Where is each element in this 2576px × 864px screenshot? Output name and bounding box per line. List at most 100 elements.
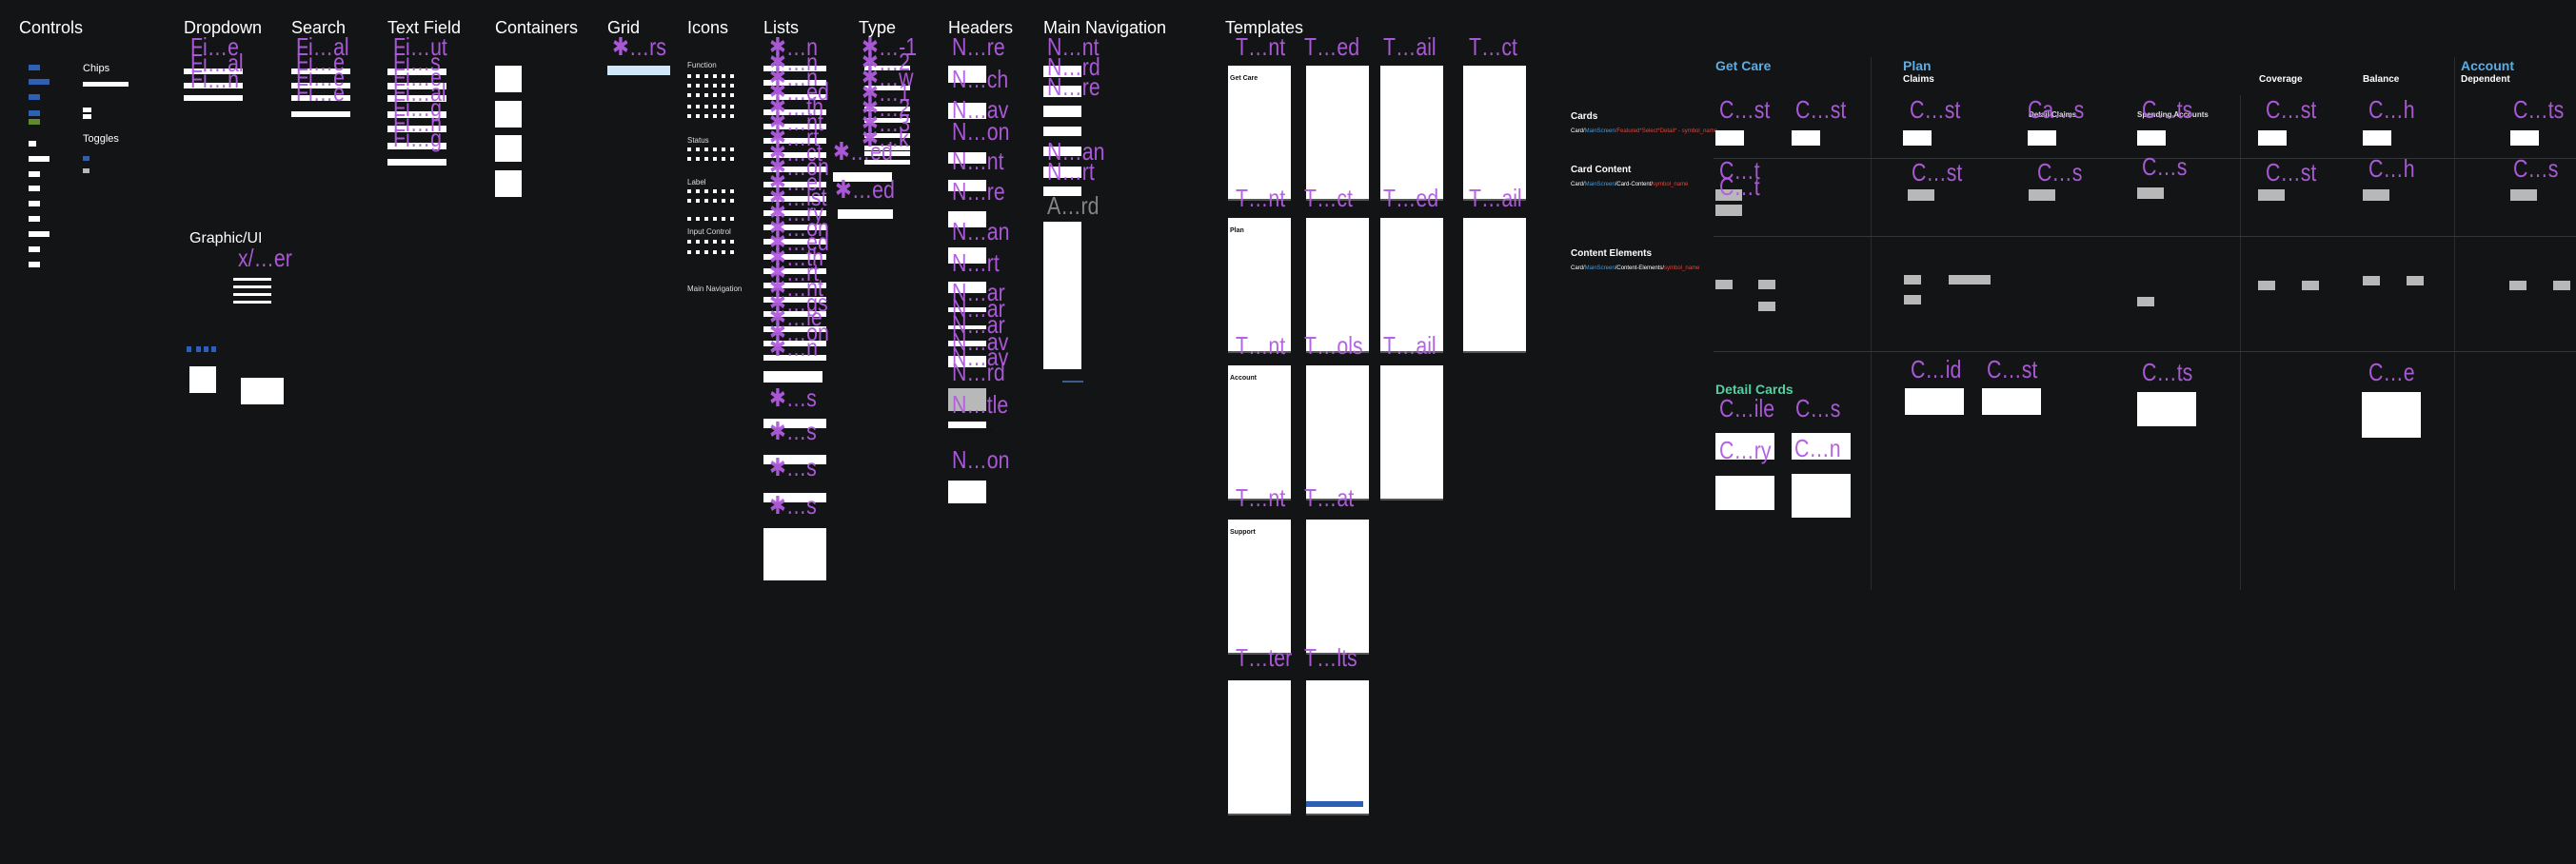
main-navigation-bar-sample [1043,106,1081,117]
card-content-sample [2510,189,2537,201]
section-title-type: Type [859,18,897,37]
list-item-sample [763,195,826,202]
component-label-template: T…at [1304,483,1355,512]
component-label-type: ✱…ed [835,175,895,204]
content-element-sample [2302,281,2319,290]
main-navigation-bar-sample [1043,86,1081,97]
section-title-lists: Lists [763,18,800,37]
graphic-bar-sample [233,301,271,304]
icon-glyph-sample [722,217,725,221]
component-label-card-content: C…t [1719,156,1760,185]
icon-glyph-sample [730,74,734,78]
row-divider [1714,158,2576,159]
component-label-dropdown: Fi…n [190,65,239,93]
header-sample [948,152,986,164]
header-sample [948,341,986,346]
control-button-sample [29,186,40,191]
component-label-text-field: Fi…n [393,108,442,137]
icon-glyph-sample [687,240,691,244]
subgroup-coverage: Coverage [2259,74,2303,85]
template-screen [1306,680,1369,815]
component-label-card: C…st [2266,95,2317,124]
component-label-main-navigation: N…rt [1047,157,1095,186]
icon-glyph-sample [696,240,700,244]
card-sample [2510,130,2539,146]
icon-glyph-sample [696,93,700,97]
template-screen [1463,218,1526,353]
icon-glyph-sample [722,199,725,203]
card-content-sample [1715,205,1742,216]
component-label-template: T…ail [1383,32,1437,61]
template-primary-button [1306,801,1363,807]
cards-row-label: Cards [1571,111,1598,122]
control-button-sample [29,171,40,177]
icon-glyph-sample [722,93,725,97]
content-element-sample [1949,275,1966,285]
component-label-text-field: Fi…g [393,93,442,122]
detail-card-sample [2137,392,2197,426]
component-label-card-content: C…st [2266,158,2317,187]
icon-glyph-sample [687,84,691,88]
content-elements-caption: Card/MainScreen/Content-Elements/symbol_… [1571,265,1700,271]
card-content-sample [1908,189,1934,201]
template-screen [1463,66,1526,201]
component-label-card: C…st [1719,95,1771,124]
component-label-template: T…nt [1236,331,1286,360]
component-label-card: C…st [1795,95,1847,124]
icon-glyph-sample [687,93,691,97]
content-elements-row-label: Content Elements [1571,248,1653,259]
group-heading-plan: Plan [1903,58,1932,73]
component-label-main-navigation: A…rd [1047,191,1100,220]
graphic-icon-sample [204,346,208,352]
group-divider [2454,57,2455,590]
component-label-template: T…nt [1236,184,1286,212]
icons-subsection-main-navigation: Main Navigation [687,285,743,293]
section-title-search: Search [291,18,347,37]
header-sample-parent-title: Parent Title [952,426,994,435]
icon-glyph-sample [704,250,708,254]
component-label-type: ✱…-1 [862,32,918,61]
component-label-header: N…on [952,445,1010,474]
component-label-header: N…rd [952,358,1005,386]
content-element-sample [2258,281,2275,290]
type-sample [864,107,910,111]
detail-card-sample [1715,433,1775,460]
component-label-list: ✱…n [769,47,819,76]
header-sample [948,66,986,83]
template-screen [1228,218,1291,353]
component-label-list: ✱…ry [769,197,823,226]
component-label-detail-card: C…st [1987,355,2038,383]
component-label-list: ✱…s [769,453,817,481]
icon-glyph-sample [730,114,734,118]
component-label-text-field: Fi…ut [393,32,447,61]
component-label-type: ✱…1 [862,78,911,107]
header-sample [948,211,986,227]
card-content-sample [2029,189,2055,201]
component-label-list: ✱…rt [769,258,820,286]
component-label-list: ✱…ed [769,77,829,107]
component-label-header: N…re [952,32,1005,61]
component-label-detail-card: C…ts [2142,358,2193,386]
component-label-dropdown: Fi…e [190,32,239,61]
component-label-detail-card: C…e [2368,358,2415,386]
content-element-sample [1973,275,1991,285]
component-label-card-content: C…st [1912,158,1963,187]
search-field-sample [291,83,350,88]
card-content-caption: Card/MainScreen/Card-Content/symbol_name [1571,182,1689,187]
section-title-headers: Headers [948,18,1014,37]
subgroup-balance: Balance [2363,74,2400,85]
icon-glyph-sample [704,157,708,161]
chip-sample [83,114,91,119]
section-title-main-navigation: Main Navigation [1043,18,1167,37]
main-navigation-bar-sample [1043,127,1081,136]
component-label-main-navigation: N…an [1047,137,1105,166]
header-sample-get-care: Get Care [953,225,985,233]
icon-glyph-sample [730,147,734,151]
component-label-list: ✱…on [769,152,829,182]
component-label-type: ✱…2 [862,93,911,122]
card-sample [1792,130,1820,146]
component-label-template: T…lts [1304,643,1357,672]
graphic-bar-sample [233,285,271,288]
content-element-sample [2553,281,2570,290]
component-label-header: N…tle [952,390,1009,419]
